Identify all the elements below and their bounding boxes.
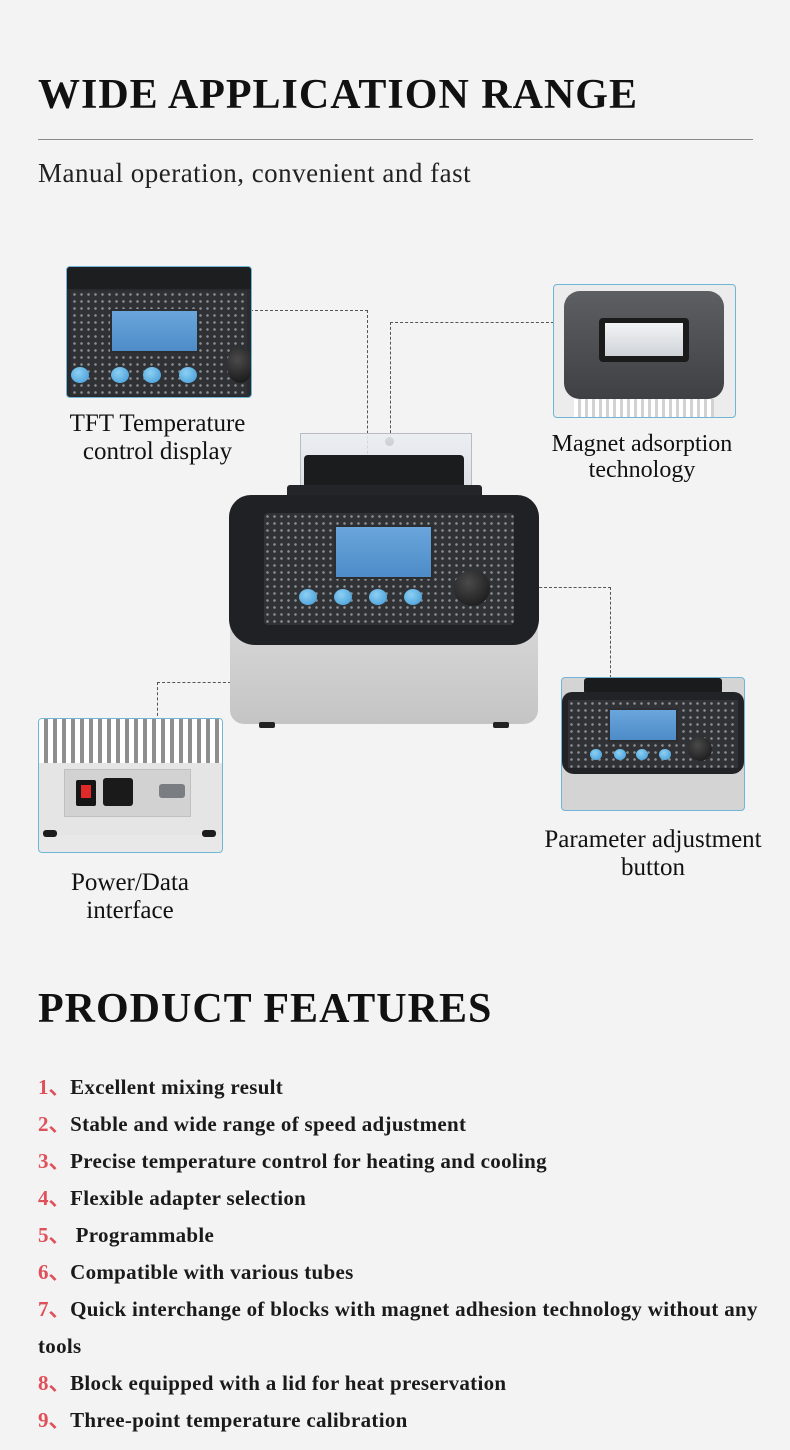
feature-text: Quick interchange of blocks with magnet …: [38, 1297, 758, 1358]
caption-power: Power/Data interface: [70, 869, 190, 924]
section-title: WIDE APPLICATION RANGE: [38, 72, 638, 118]
parameter-button-closeup-image: [561, 677, 745, 811]
caption-tft: TFT Temperature control display: [69, 410, 246, 465]
feature-item: 9、Three-point temperature calibration: [38, 1402, 758, 1439]
feature-item: 1、Excellent mixing result: [38, 1069, 758, 1106]
features-title: PRODUCT FEATURES: [38, 986, 493, 1032]
device-foot: [259, 722, 275, 728]
feature-item: 4、Flexible adapter selection: [38, 1180, 758, 1217]
device-button: [404, 589, 422, 605]
feature-text: Three-point temperature calibration: [70, 1408, 408, 1432]
device-button: [334, 589, 352, 605]
thermomixer-device-image: [229, 400, 539, 730]
feature-number: 9、: [38, 1408, 71, 1432]
connector-line-magnet: [390, 322, 554, 443]
feature-number: 3、: [38, 1149, 71, 1173]
feature-number: 6、: [38, 1260, 71, 1284]
title-divider: [38, 139, 753, 140]
device-control-panel: [264, 513, 514, 625]
feature-item: 6、Compatible with various tubes: [38, 1254, 758, 1291]
feature-text: Precise temperature control for heating …: [70, 1149, 547, 1173]
feature-item: 3、Precise temperature control for heatin…: [38, 1143, 758, 1180]
feature-item: 7、Quick interchange of blocks with magne…: [38, 1291, 758, 1365]
device-display: [334, 525, 433, 579]
feature-number: 2、: [38, 1112, 71, 1136]
closeup-knob: [688, 737, 712, 761]
feature-text: Programmable: [70, 1223, 215, 1247]
feature-text: Compatible with various tubes: [70, 1260, 354, 1284]
feature-number: 4、: [38, 1186, 71, 1210]
feature-number: 5、: [38, 1223, 71, 1247]
magnet-adsorption-image: [553, 284, 736, 418]
tft-display-closeup-image: [66, 266, 252, 398]
feature-number: 7、: [38, 1297, 71, 1321]
feature-text: Excellent mixing result: [70, 1075, 284, 1099]
device-button: [299, 589, 317, 605]
device-knob: [454, 570, 490, 606]
feature-item: 5、 Programmable: [38, 1217, 758, 1254]
feature-number: 1、: [38, 1075, 71, 1099]
feature-list: 1、Excellent mixing result 2、Stable and w…: [38, 1069, 758, 1439]
connector-line-parameter: [490, 587, 611, 678]
device-button: [369, 589, 387, 605]
closeup-display: [110, 309, 199, 353]
caption-magnet: Magnet adsorption technology: [551, 431, 733, 483]
power-socket: [103, 778, 133, 806]
feature-text: Stable and wide range of speed adjustmen…: [70, 1112, 467, 1136]
feature-item: 8、Block equipped with a lid for heat pre…: [38, 1365, 758, 1402]
section-subtitle: Manual operation, convenient and fast: [38, 158, 472, 188]
feature-text: Block equipped with a lid for heat prese…: [70, 1371, 507, 1395]
feature-text: Flexible adapter selection: [70, 1186, 307, 1210]
feature-number: 8、: [38, 1371, 71, 1395]
feature-item: 2、Stable and wide range of speed adjustm…: [38, 1106, 758, 1143]
caption-parameter: Parameter adjustment button: [544, 826, 762, 881]
power-data-interface-image: [38, 718, 223, 853]
serial-port: [159, 784, 185, 798]
connector-line-power: [157, 682, 231, 721]
device-foot: [493, 722, 509, 728]
